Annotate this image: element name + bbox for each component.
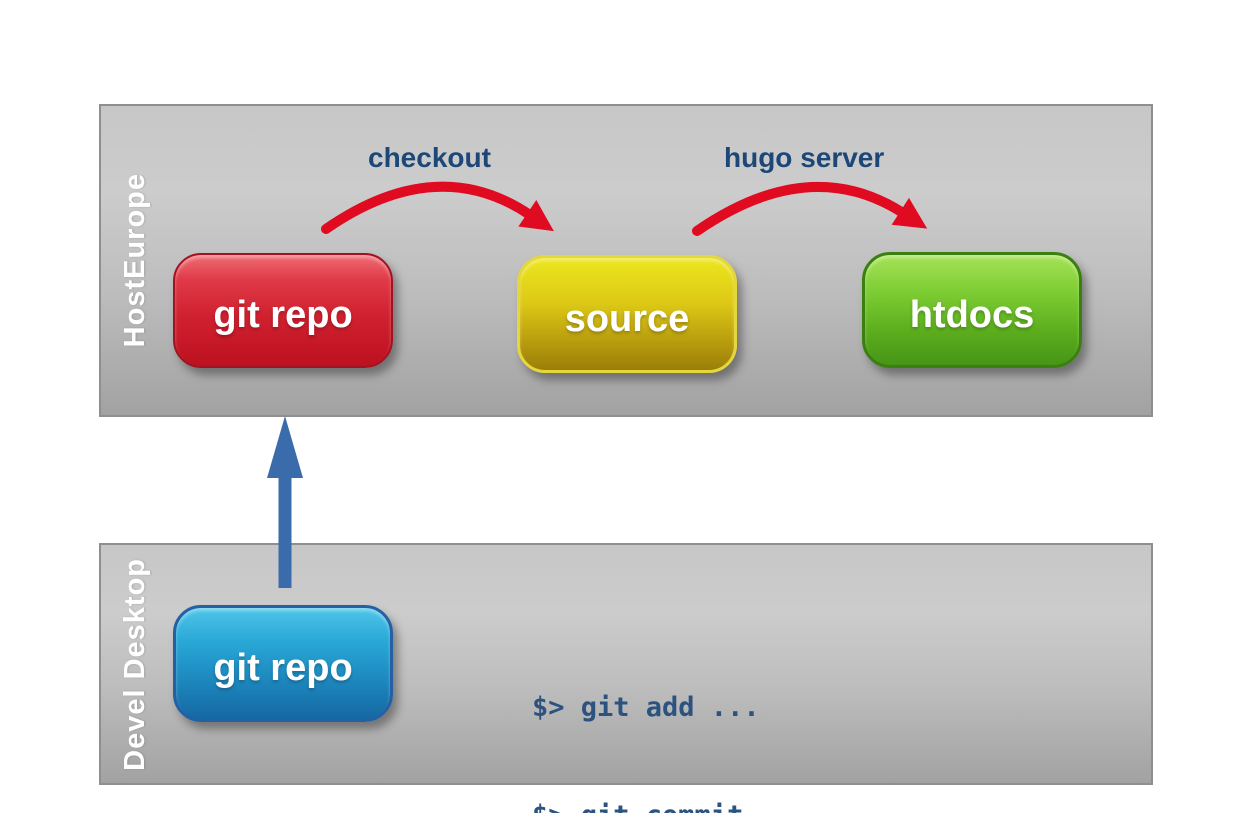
panel-devel-desktop-label-wrap: Devel Desktop xyxy=(113,545,157,783)
node-source-label: source xyxy=(564,297,690,340)
node-local-git-repo-label: git repo xyxy=(213,647,353,689)
node-remote-git-repo: git repo xyxy=(173,253,393,368)
terminal-line-2: $> git commit … xyxy=(532,798,776,813)
terminal-snippet: $> git add ... $> git commit … $> push l… xyxy=(532,618,776,813)
terminal-line-1: $> git add ... xyxy=(532,692,760,723)
hugo-server-arrow-label: hugo server xyxy=(724,142,885,173)
node-htdocs-label: htdocs xyxy=(909,293,1035,336)
node-remote-git-repo-label: git repo xyxy=(213,294,353,336)
node-source: source xyxy=(517,255,737,373)
panel-hosteurope-label: HostEurope xyxy=(118,173,151,348)
panel-devel-desktop-label: Devel Desktop xyxy=(118,557,151,771)
node-local-git-repo: git repo xyxy=(173,605,393,722)
push-live-arrowhead-icon xyxy=(267,416,303,478)
node-htdocs: htdocs xyxy=(862,252,1082,368)
checkout-arrow-label: checkout xyxy=(368,142,491,173)
panel-hosteurope-label-wrap: HostEurope xyxy=(113,106,157,415)
